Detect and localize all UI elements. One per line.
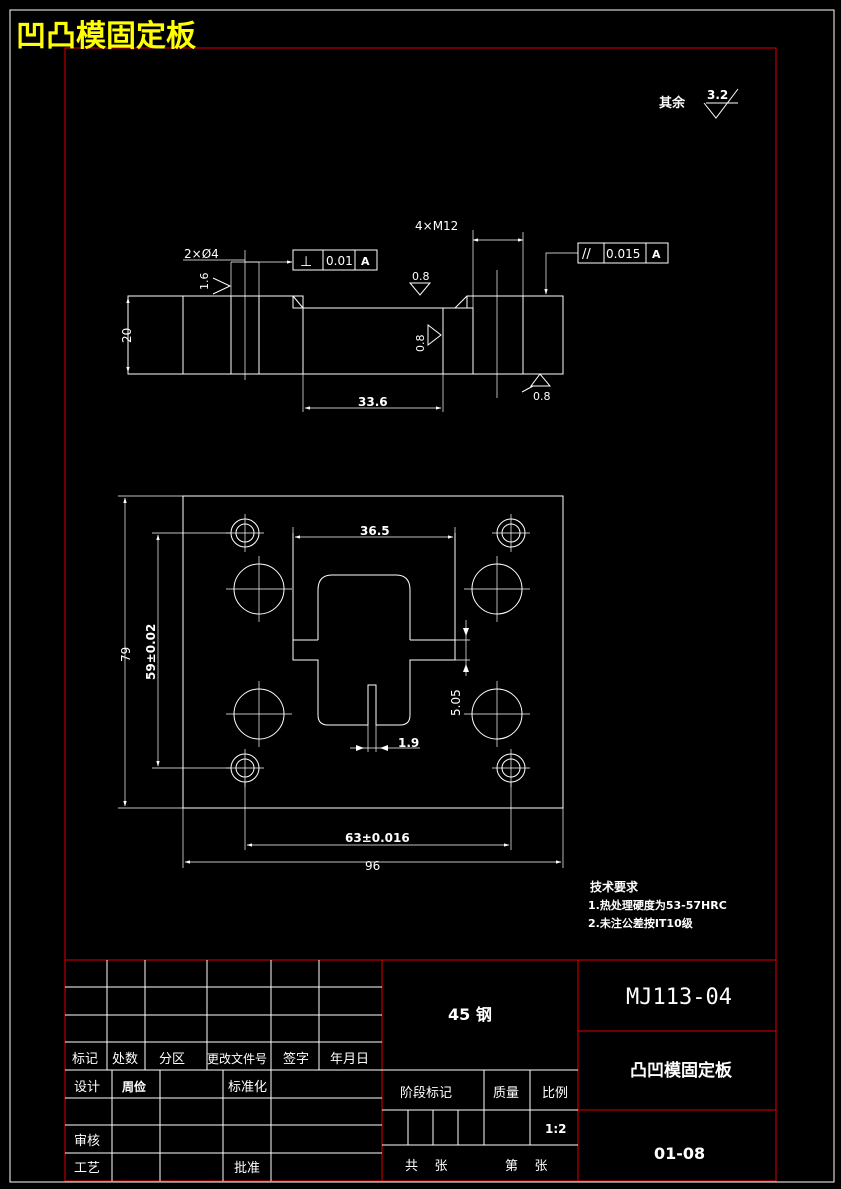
tolerance-flat-frame: ⊥ 0.01 A [245, 249, 378, 271]
dim-width-text: 96 [365, 859, 380, 873]
hole-label: 2×Ø4 [184, 247, 219, 261]
sheet-title: 凹凸模固定板 [16, 19, 196, 54]
pocket-lines [292, 295, 468, 374]
pocket-dim-text: 33.6 [358, 395, 388, 409]
hatch-right-1 [442, 307, 474, 375]
hole-depth: 1.6 [198, 273, 211, 291]
hatch-left-1 [182, 295, 232, 375]
technical-notes: 技术要求 1.热处理硬度为53-57HRC 2.未注公差按IT10级 [588, 879, 727, 930]
standard-label: 标准化 [228, 1080, 267, 1095]
hole-center-lines [226, 514, 530, 787]
roughness-top: 0.8 [412, 270, 430, 283]
outer-border [9, 9, 835, 1183]
section-view: 20 2×Ø4 1.6 ⊥ 0.01 A 4×M12 // 0.015 A [120, 219, 669, 412]
roughness-bottom-symbol [521, 373, 552, 393]
note-item-1: 1.热处理硬度为53-57HRC [588, 898, 727, 912]
roughness-bottom: 0.8 [533, 390, 551, 403]
process-label: 工艺 [74, 1161, 100, 1176]
plan-outline [182, 495, 564, 809]
th-sign: 签字 [283, 1051, 309, 1067]
tolerance-parallel-frame: // 0.015 A [544, 242, 669, 295]
th-zone: 分区 [159, 1052, 185, 1067]
roughness-other: 其余 3.2 [659, 88, 739, 119]
tolerance-flat-symbol: ⊥ [300, 254, 312, 270]
material: 45 钢 [448, 1005, 492, 1024]
dim-pocket-width-text: 36.5 [360, 524, 390, 538]
roughness-symbol [703, 88, 739, 119]
pocket-outline [292, 533, 456, 726]
dim-hole-y-text: 59±0.02 [144, 624, 158, 680]
tolerance-parallel-symbol: // [582, 247, 591, 262]
title-block: 标记 处数 分区 更改文件号 签字 年月日 设计 周俭 标准化 审核 工艺 批准… [65, 959, 776, 1181]
dim-hole-x-text: 63±0.016 [345, 831, 410, 845]
th-mark: 标记 [72, 1052, 98, 1067]
drawing-number: MJ113-04 [626, 985, 732, 1010]
section-outline [127, 295, 564, 375]
center-lines [244, 230, 524, 398]
mass-label: 质量 [493, 1086, 519, 1101]
th-doc: 更改文件号 [207, 1051, 267, 1066]
roughness-other-label: 其余 [659, 95, 686, 111]
pocket-dim-ext [302, 374, 444, 412]
thread-label: 4×M12 [415, 219, 458, 233]
dim-slot-text: 1.9 [398, 736, 419, 750]
tolerance-parallel-datum: A [652, 248, 661, 261]
scale-label: 比例 [542, 1086, 568, 1101]
hole-depth-symbol [212, 277, 232, 295]
holes [230, 518, 526, 783]
dim-height-text: 20 [120, 328, 134, 343]
designer-name: 周俭 [122, 1079, 146, 1094]
roughness-top-symbol [408, 282, 432, 296]
note-item-2: 2.未注公差按IT10级 [588, 916, 694, 930]
part-name: 凸凹模固定板 [630, 1060, 733, 1081]
design-label: 设计 [74, 1080, 100, 1095]
approve-label: 批准 [234, 1161, 260, 1176]
roughness-other-value: 3.2 [707, 88, 728, 102]
review-label: 审核 [74, 1134, 100, 1149]
roughness-pocket: 0.8 [414, 335, 427, 353]
tolerance-flat-datum: A [361, 255, 370, 268]
hatch-right-2 [522, 295, 564, 375]
drawing-frame [64, 47, 777, 1182]
dim-height-text: 79 [119, 647, 133, 662]
sheet-number: 01-08 [654, 1144, 705, 1163]
stage-label: 阶段标记 [400, 1086, 452, 1101]
plan-view: 36.5 5.05 1.9 59±0.02 79 63±0.016 96 [118, 495, 564, 873]
roughness-pocket-symbol [427, 323, 442, 347]
tolerance-flat-value: 0.01 [326, 254, 353, 268]
notes-title: 技术要求 [590, 879, 639, 894]
th-date: 年月日 [330, 1052, 369, 1067]
scale-value: 1:2 [545, 1122, 567, 1136]
th-count: 处数 [112, 1052, 138, 1067]
total-sheets-label: 共 张 [405, 1159, 448, 1174]
sheet-label: 第 张 [505, 1159, 548, 1174]
dim-step-text: 5.05 [449, 689, 463, 716]
tolerance-parallel-value: 0.015 [606, 247, 640, 261]
